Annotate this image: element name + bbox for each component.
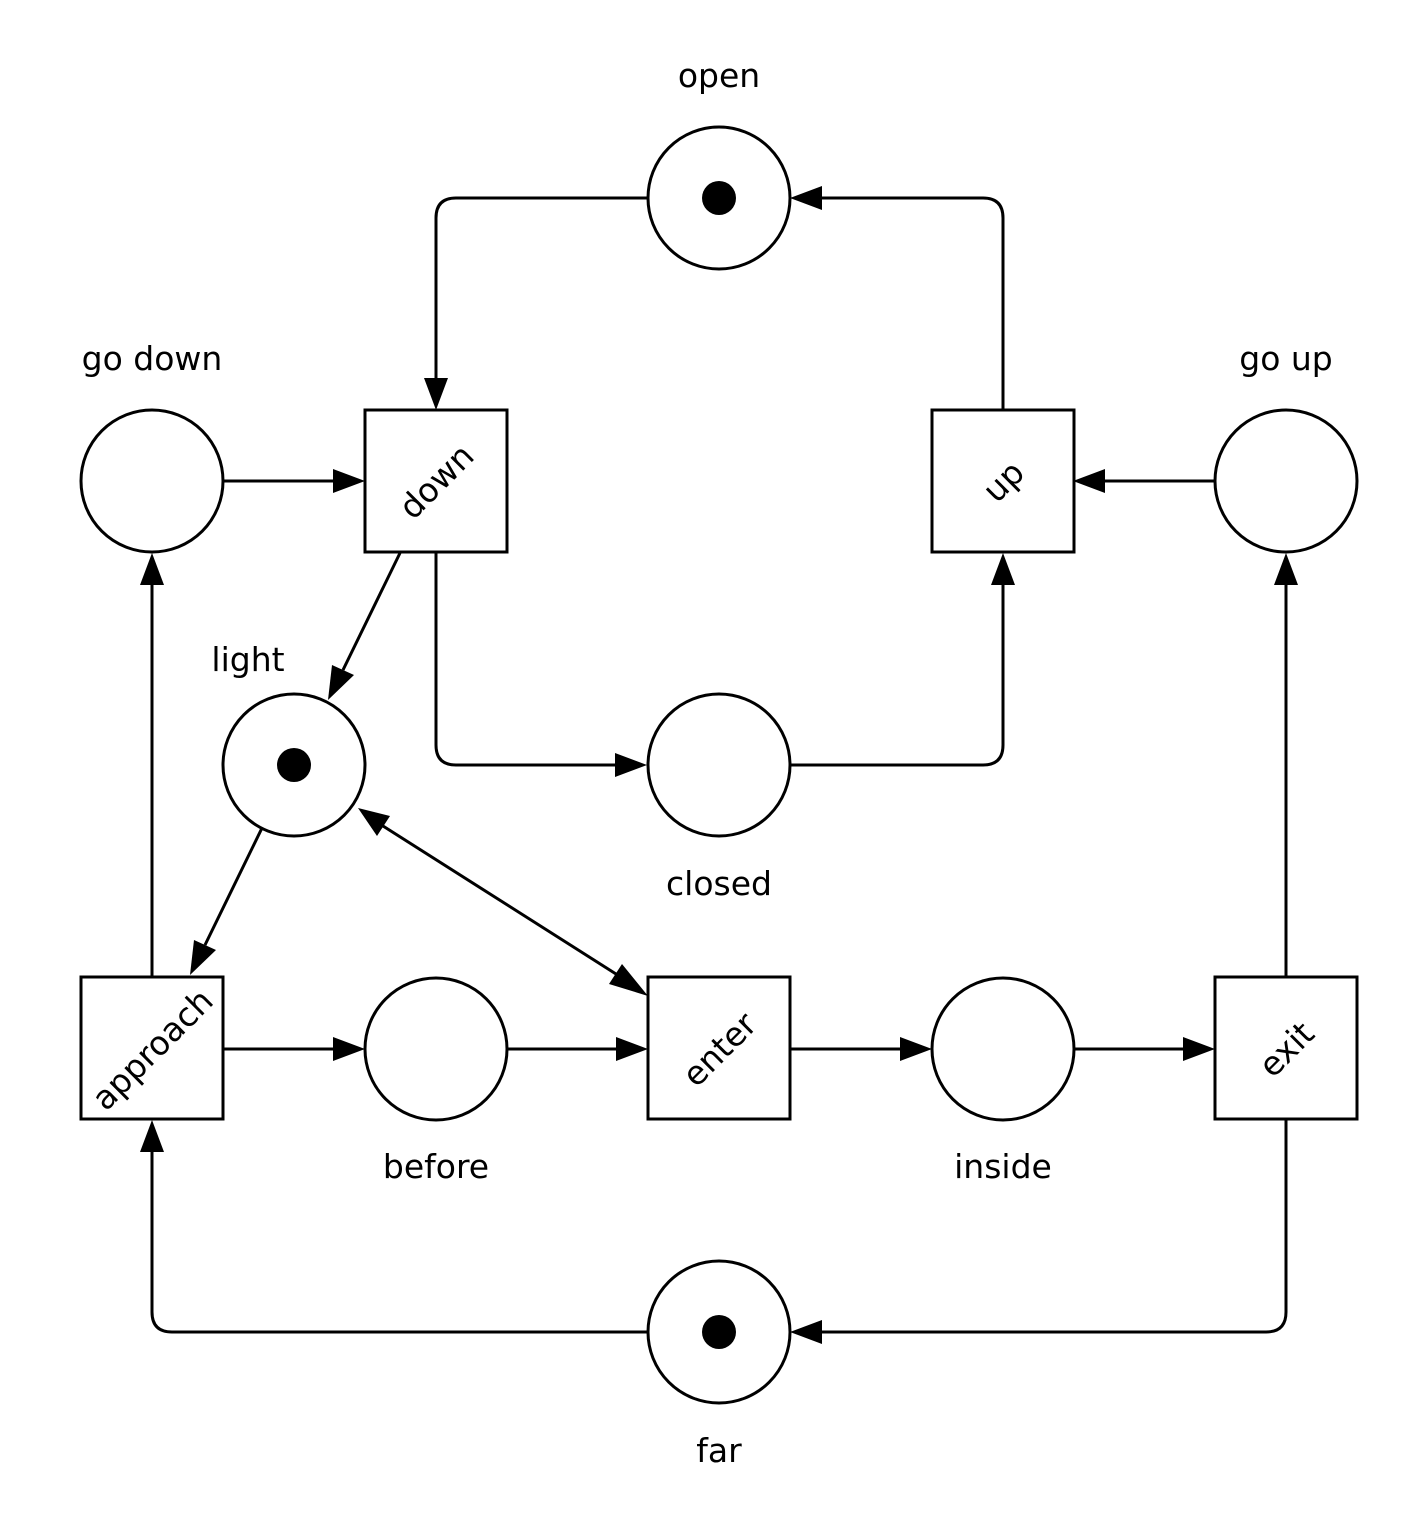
place-before[interactable]: before [363,976,509,1186]
arcs-layer [150,196,1288,1334]
arrowhead-far-to-approach [140,1120,164,1152]
arrowhead-open-to-down [424,378,448,410]
arrowheads-layer [140,186,1298,1344]
arrowhead-before-to-enter [616,1037,648,1061]
transition-exit[interactable]: exit [1213,975,1359,1121]
arrowhead-exit-to-go-up [1274,553,1298,585]
place-closed[interactable]: closed [646,692,792,903]
arrowhead-go-down-to-down [333,469,365,493]
place-open[interactable]: open [646,56,792,271]
arc-light-to-approach [203,827,264,946]
arrowhead-inside-to-exit [1183,1037,1215,1061]
place-label-go-down: go down [82,339,223,378]
arc-exit-to-far [822,1120,1288,1334]
arrowhead-exit-to-far [790,1320,822,1344]
arrowhead-down-to-light [328,665,354,700]
places-layer: open go down go up light closed before i… [79,56,1359,1470]
transition-approach[interactable]: approach [79,975,225,1121]
arrowhead-approach-to-before [333,1037,365,1061]
token-open [702,181,736,215]
arc-down-to-light [341,552,402,671]
place-inside[interactable]: inside [930,976,1076,1186]
arrowhead-up-to-open [790,186,822,210]
transition-down[interactable]: down [363,408,509,554]
arrowhead-go-up-to-up [1073,469,1105,493]
place-go-up[interactable]: go up [1213,339,1359,554]
arrowhead-approach-to-go-down [140,553,164,585]
place-label-go-up: go up [1239,339,1333,378]
arrowhead-down-to-closed [615,753,647,777]
place-label-far: far [696,1431,742,1470]
place-label-closed: closed [666,864,772,903]
arc-closed-to-up [790,585,1005,767]
arc-light-enter-bidirectional [382,824,617,976]
transition-enter[interactable]: enter [646,975,792,1121]
place-far[interactable]: far [646,1259,792,1470]
place-label-light: light [211,640,284,679]
arrowhead-closed-to-up [991,553,1015,585]
place-label-before: before [383,1147,489,1186]
arc-down-to-closed [434,553,615,767]
place-label-open: open [678,56,760,95]
arrowhead-enter-to-inside [900,1037,932,1061]
arc-far-to-approach [150,1152,648,1334]
arrowhead-enter-to-light [358,808,390,836]
arc-open-to-down [434,196,648,378]
place-label-inside: inside [954,1147,1052,1186]
place-light[interactable]: light [211,640,367,838]
place-go-down[interactable]: go down [79,339,225,554]
token-far [702,1315,736,1349]
arrowhead-light-to-approach [190,940,216,975]
transition-up[interactable]: up [930,408,1076,554]
transitions-layer: down up approach enter exit [79,408,1359,1121]
arc-up-to-open [822,196,1005,410]
token-light [277,748,311,782]
arrowhead-light-to-enter [609,964,648,996]
